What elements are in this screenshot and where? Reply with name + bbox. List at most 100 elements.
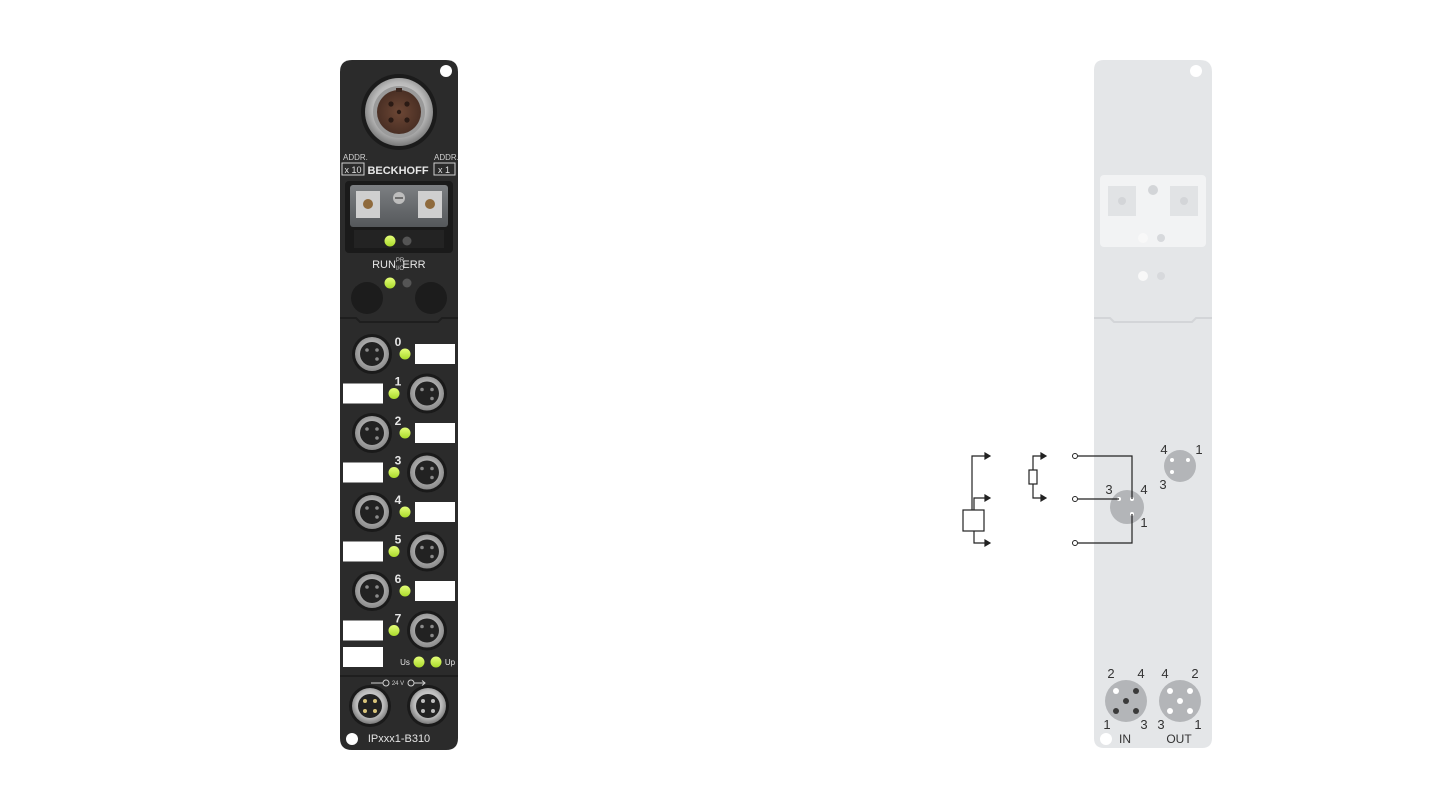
led-err [402, 278, 412, 288]
m8-pin [430, 475, 434, 480]
rear-out-pin-3: 3 [1157, 717, 1164, 732]
voltage-label: 24 V [392, 681, 404, 687]
rear-power-in [1105, 680, 1147, 722]
channel-3: 3 [343, 452, 447, 493]
brand-logo: BECKHOFF [367, 165, 428, 177]
channel-connectors: 0 1 2 3 4 56 7 [343, 334, 455, 667]
rear-out-label: OUT [1166, 732, 1192, 746]
channel-number-7: 7 [395, 612, 402, 626]
resistor-symbol-icon [1028, 451, 1048, 503]
channel-number-2: 2 [395, 414, 402, 428]
address-switch-window [345, 181, 453, 253]
mounting-hole-bottom [346, 733, 358, 745]
led-channel-3 [388, 467, 400, 478]
led-up [430, 656, 442, 668]
m8-pin [365, 585, 369, 589]
mounting-hole-top [440, 65, 452, 77]
wiring-lines [1078, 455, 1133, 544]
io-pin-1: 1 [1140, 515, 1147, 530]
channel-5: 5 [343, 531, 447, 572]
rear-panel: 4 1 3 3 4 1 [962, 60, 1212, 748]
channel-6: 6 [352, 571, 455, 611]
channel-number-6: 6 [395, 572, 402, 586]
m8-pin [375, 427, 379, 431]
channel-number-1: 1 [395, 375, 402, 389]
m8-pin [375, 594, 379, 598]
channel-label-plate [343, 383, 383, 404]
wiring-terminals [1072, 453, 1078, 546]
channel-label-plate [415, 344, 455, 364]
m8-pin [430, 624, 434, 629]
rear-power-out [1159, 680, 1201, 722]
m8-pin [430, 466, 434, 471]
cover-cap-right [415, 282, 447, 314]
m8-pin [375, 515, 379, 519]
power-label-plate [343, 647, 383, 667]
led-channel-5 [388, 546, 400, 557]
front-module: ADDR. x 10 ADDR. x 1 BECKHOFF RUN PR I/O… [340, 60, 459, 750]
rear-in-pin-1: 1 [1103, 717, 1110, 732]
led-link [384, 235, 396, 247]
led-run [384, 277, 396, 289]
addr-x1: x 1 [438, 165, 450, 175]
channel-4: 4 [352, 492, 455, 532]
m8-connector-socket [360, 579, 384, 603]
channel-number-4: 4 [395, 493, 402, 507]
rear-pin-4: 4 [1160, 442, 1167, 457]
rear-in-pin-3: 3 [1140, 717, 1147, 732]
m8-pin [420, 545, 424, 550]
channel-label-plate [415, 502, 455, 522]
led-us [413, 656, 425, 668]
m8-connector-socket [360, 421, 384, 445]
addr-box-right [433, 162, 456, 176]
rear-mounting-hole-top [1190, 65, 1202, 77]
up-label: Up [445, 658, 456, 667]
channel-label-plate [415, 581, 455, 601]
channel-number-3: 3 [395, 454, 402, 468]
io-label: I/O [396, 266, 404, 272]
m8-pin [430, 387, 434, 392]
m8-connector-socket [360, 500, 384, 524]
channel-7: 7 [343, 610, 447, 651]
m8-pin [375, 585, 379, 589]
channel-label-plate [343, 541, 383, 562]
power-in-connector [349, 685, 391, 727]
sensor-symbol-icon [962, 451, 992, 548]
m8-connector-socket [415, 618, 439, 643]
channel-2: 2 [352, 413, 455, 453]
run-label: RUN [372, 259, 396, 271]
addr-x10: x 10 [344, 165, 361, 175]
rear-housing [1094, 60, 1212, 748]
rear-out-pin-4: 4 [1161, 666, 1168, 681]
channel-number-0: 0 [395, 335, 402, 349]
m8-pin [430, 396, 434, 401]
m8-pin [430, 633, 434, 638]
rear-in-pin-4: 4 [1137, 666, 1144, 681]
m8-pin [375, 506, 379, 510]
channel-label-plate [343, 462, 383, 483]
power-out-connector [407, 685, 449, 727]
m8-pin [365, 506, 369, 510]
pr-label: PR [396, 258, 405, 264]
led-channel-0 [399, 348, 411, 360]
m8-connector-socket [360, 342, 384, 366]
led-channel-7 [388, 625, 400, 636]
rear-out-pin-2: 2 [1191, 666, 1198, 681]
channel-0: 0 [352, 334, 455, 374]
m8-pin [430, 554, 434, 559]
m8-connector-socket [415, 539, 439, 564]
rear-pin-3: 3 [1159, 477, 1166, 492]
m8-pin [430, 545, 434, 550]
rear-mounting-hole-bottom [1100, 733, 1112, 745]
rear-pin-1: 1 [1195, 442, 1202, 457]
m8-pin [375, 348, 379, 352]
channel-1: 1 [343, 373, 447, 414]
addr-label-right: ADDR. [434, 153, 459, 162]
m8-pin [420, 624, 424, 629]
model-label: IPxxx1-B310 [368, 733, 430, 745]
m8-pin [365, 348, 369, 352]
m8-connector-socket [415, 381, 439, 406]
channel-label-plate [415, 423, 455, 443]
addr-box-left [341, 162, 365, 176]
